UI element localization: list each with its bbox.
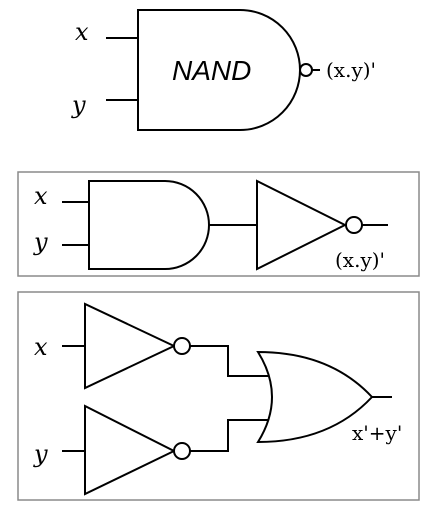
not-x-gate-body	[84, 302, 177, 390]
not-gate-bubble	[345, 216, 363, 234]
not-gate-body	[256, 179, 348, 271]
not-x-gate-bubble	[173, 337, 191, 355]
nand-gate-label: NAND	[172, 55, 251, 86]
or-gate-body	[256, 350, 374, 444]
top-input-y-label: y	[71, 91, 86, 119]
top-input-x-label: x	[75, 18, 89, 46]
not-or-panel	[17, 291, 420, 501]
not-y-gate-body	[84, 404, 177, 496]
bottom-input-x-label: x	[34, 333, 48, 361]
middle-input-y-label: y	[33, 228, 48, 256]
nand-gate-diagram: x y NAND (x.y)'	[71, 9, 376, 131]
and-not-diagram: x y (x.y)'	[33, 179, 388, 272]
and-gate-body	[88, 180, 210, 270]
and-not-panel	[17, 171, 420, 277]
not-or-diagram: x y x'+y'	[33, 302, 402, 496]
bottom-input-y-label: y	[33, 440, 48, 468]
bottom-output-label: x'+y'	[352, 421, 402, 445]
not-y-to-or-wire	[190, 419, 268, 452]
middle-output-label: (x.y)'	[335, 248, 385, 272]
top-output-label: (x.y)'	[326, 58, 376, 82]
nand-inverter-bubble	[299, 63, 313, 77]
middle-input-x-label: x	[34, 182, 48, 210]
not-y-gate-bubble	[173, 442, 191, 460]
not-x-to-or-wire	[190, 345, 268, 377]
